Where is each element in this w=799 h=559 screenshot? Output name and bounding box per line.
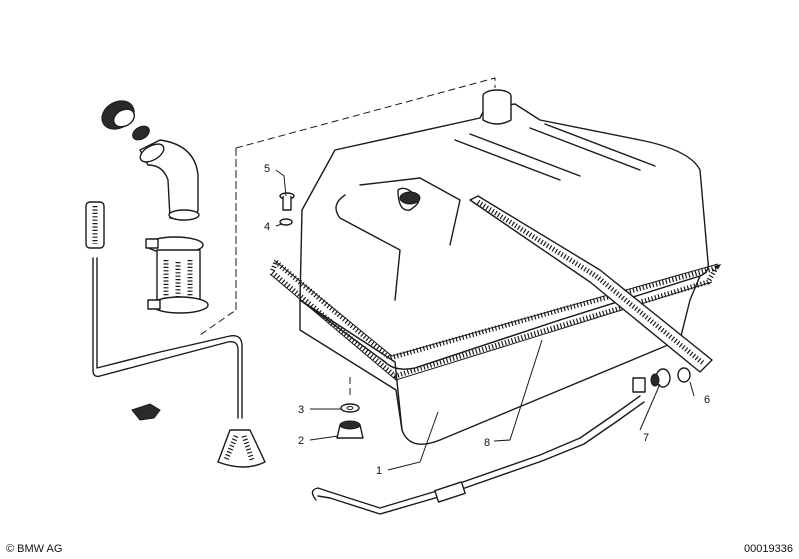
- vent-hose-6: [469, 195, 713, 373]
- hose-clamp-upper: [145, 236, 204, 254]
- screw-5: [279, 192, 295, 211]
- tank-seal: [269, 257, 722, 379]
- drain-plug-2: [336, 420, 364, 439]
- fuel-tank: [299, 89, 710, 445]
- document-number: 00019336: [744, 543, 793, 555]
- callout-7: 7: [643, 432, 649, 444]
- callout-3: 3: [298, 404, 304, 416]
- copyright-label: © BMW AG: [6, 543, 63, 555]
- filler-cap-grommet: [101, 100, 150, 141]
- callout-4: 4: [264, 221, 270, 233]
- washer-4: [279, 218, 293, 226]
- small-clip: [131, 403, 161, 421]
- callout-5: 5: [264, 163, 270, 175]
- callout-8: 8: [484, 437, 490, 449]
- hose-clamp-lower: [147, 296, 209, 314]
- vent-pipe-left: [92, 257, 239, 419]
- vent-pipe-bottom: [311, 395, 641, 509]
- callout-2: 2: [298, 435, 304, 447]
- hose-clamp-7: [632, 368, 671, 393]
- callout-1: 1: [376, 465, 382, 477]
- drain-funnel: [217, 429, 266, 468]
- assembly-dashed-frame: [199, 77, 496, 336]
- vent-hose-segment: [85, 201, 105, 249]
- callout-6: 6: [704, 394, 710, 406]
- washer-3: [340, 403, 360, 413]
